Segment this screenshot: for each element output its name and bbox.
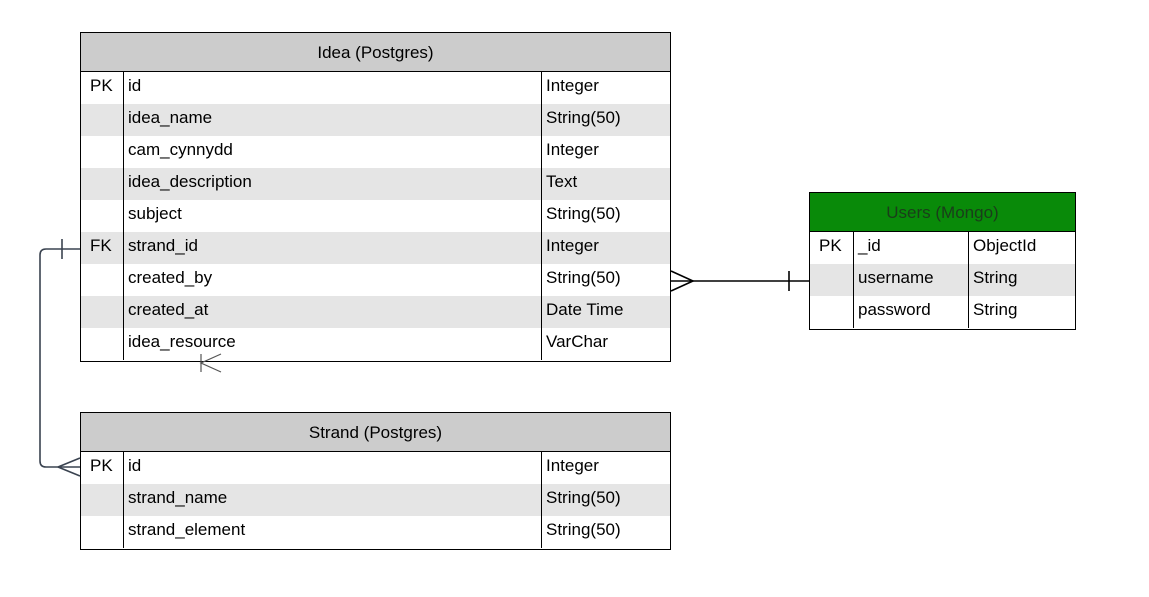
key-cell	[81, 136, 124, 168]
field-name: username	[854, 264, 969, 296]
field-type: String	[969, 264, 1075, 296]
field-name: strand_id	[124, 232, 542, 264]
crows-foot-many-icon	[57, 457, 81, 477]
key-cell	[81, 168, 124, 200]
table-row[interactable]: strand_element String(50)	[81, 516, 670, 548]
field-type: String(50)	[542, 484, 670, 516]
table-row[interactable]: password String	[810, 296, 1075, 328]
table-row[interactable]: FK strand_id Integer	[81, 232, 670, 264]
field-type: Text	[542, 168, 670, 200]
field-name: cam_cynnydd	[124, 136, 542, 168]
key-cell: PK	[81, 452, 124, 484]
field-name: _id	[854, 232, 969, 264]
table-row[interactable]: strand_name String(50)	[81, 484, 670, 516]
table-row[interactable]: PK id Integer	[81, 452, 670, 484]
idea-table[interactable]: Idea (Postgres) PK id Integer idea_name …	[80, 32, 671, 362]
table-row[interactable]: PK _id ObjectId	[810, 232, 1075, 264]
field-name: idea_name	[124, 104, 542, 136]
field-type: ObjectId	[973, 236, 1037, 255]
field-type: Integer	[546, 456, 599, 475]
field-type: String	[973, 300, 1018, 319]
key-cell: FK	[81, 232, 124, 264]
field-type: VarChar	[546, 332, 609, 351]
key-cell	[81, 296, 124, 328]
field-type: Date Time	[542, 296, 670, 328]
field-name: password	[854, 296, 969, 328]
idea-strand-line	[39, 248, 80, 468]
field-type: Integer	[546, 76, 599, 95]
users-table-title: Users (Mongo)	[810, 193, 1075, 232]
table-row[interactable]: idea_resource VarChar	[81, 328, 670, 360]
key-cell	[81, 104, 124, 136]
field-type: Integer	[546, 140, 599, 159]
key-cell	[810, 264, 854, 296]
field-type: String(50)	[546, 520, 621, 539]
key-cell	[81, 200, 124, 232]
field-type: String(50)	[546, 268, 621, 287]
table-row[interactable]: username String	[810, 264, 1075, 296]
strand-table[interactable]: Strand (Postgres) PK id Integer strand_n…	[80, 412, 671, 550]
field-type: String(50)	[542, 104, 670, 136]
table-row[interactable]: subject String(50)	[81, 200, 670, 232]
idea-strand-connector[interactable]	[39, 239, 81, 477]
crows-foot-many-icon	[670, 270, 695, 292]
field-name: strand_name	[124, 484, 542, 516]
field-name: subject	[124, 200, 542, 232]
table-row[interactable]: created_at Date Time	[81, 296, 670, 328]
field-name: created_at	[124, 296, 542, 328]
field-name: id	[124, 72, 542, 104]
table-row[interactable]: idea_name String(50)	[81, 104, 670, 136]
table-row[interactable]: idea_description Text	[81, 168, 670, 200]
stray-crows-foot-icon	[199, 353, 222, 373]
key-cell	[81, 516, 124, 548]
field-name: id	[124, 452, 542, 484]
idea-users-connector[interactable]	[670, 270, 809, 292]
idea-table-title: Idea (Postgres)	[81, 33, 670, 72]
strand-table-title: Strand (Postgres)	[81, 413, 670, 452]
field-name: idea_description	[124, 168, 542, 200]
field-name: idea_resource	[124, 328, 542, 360]
key-cell	[81, 264, 124, 296]
field-type: Integer	[542, 232, 670, 264]
field-type: String(50)	[546, 204, 621, 223]
users-table[interactable]: Users (Mongo) PK _id ObjectId username S…	[809, 192, 1076, 330]
field-name: strand_element	[124, 516, 542, 548]
key-cell: PK	[810, 232, 854, 264]
table-row[interactable]: PK id Integer	[81, 72, 670, 104]
key-cell	[810, 296, 854, 328]
key-cell: PK	[81, 72, 124, 104]
key-cell	[81, 484, 124, 516]
table-row[interactable]: cam_cynnydd Integer	[81, 136, 670, 168]
table-row[interactable]: created_by String(50)	[81, 264, 670, 296]
field-name: created_by	[124, 264, 542, 296]
key-cell	[81, 328, 124, 360]
